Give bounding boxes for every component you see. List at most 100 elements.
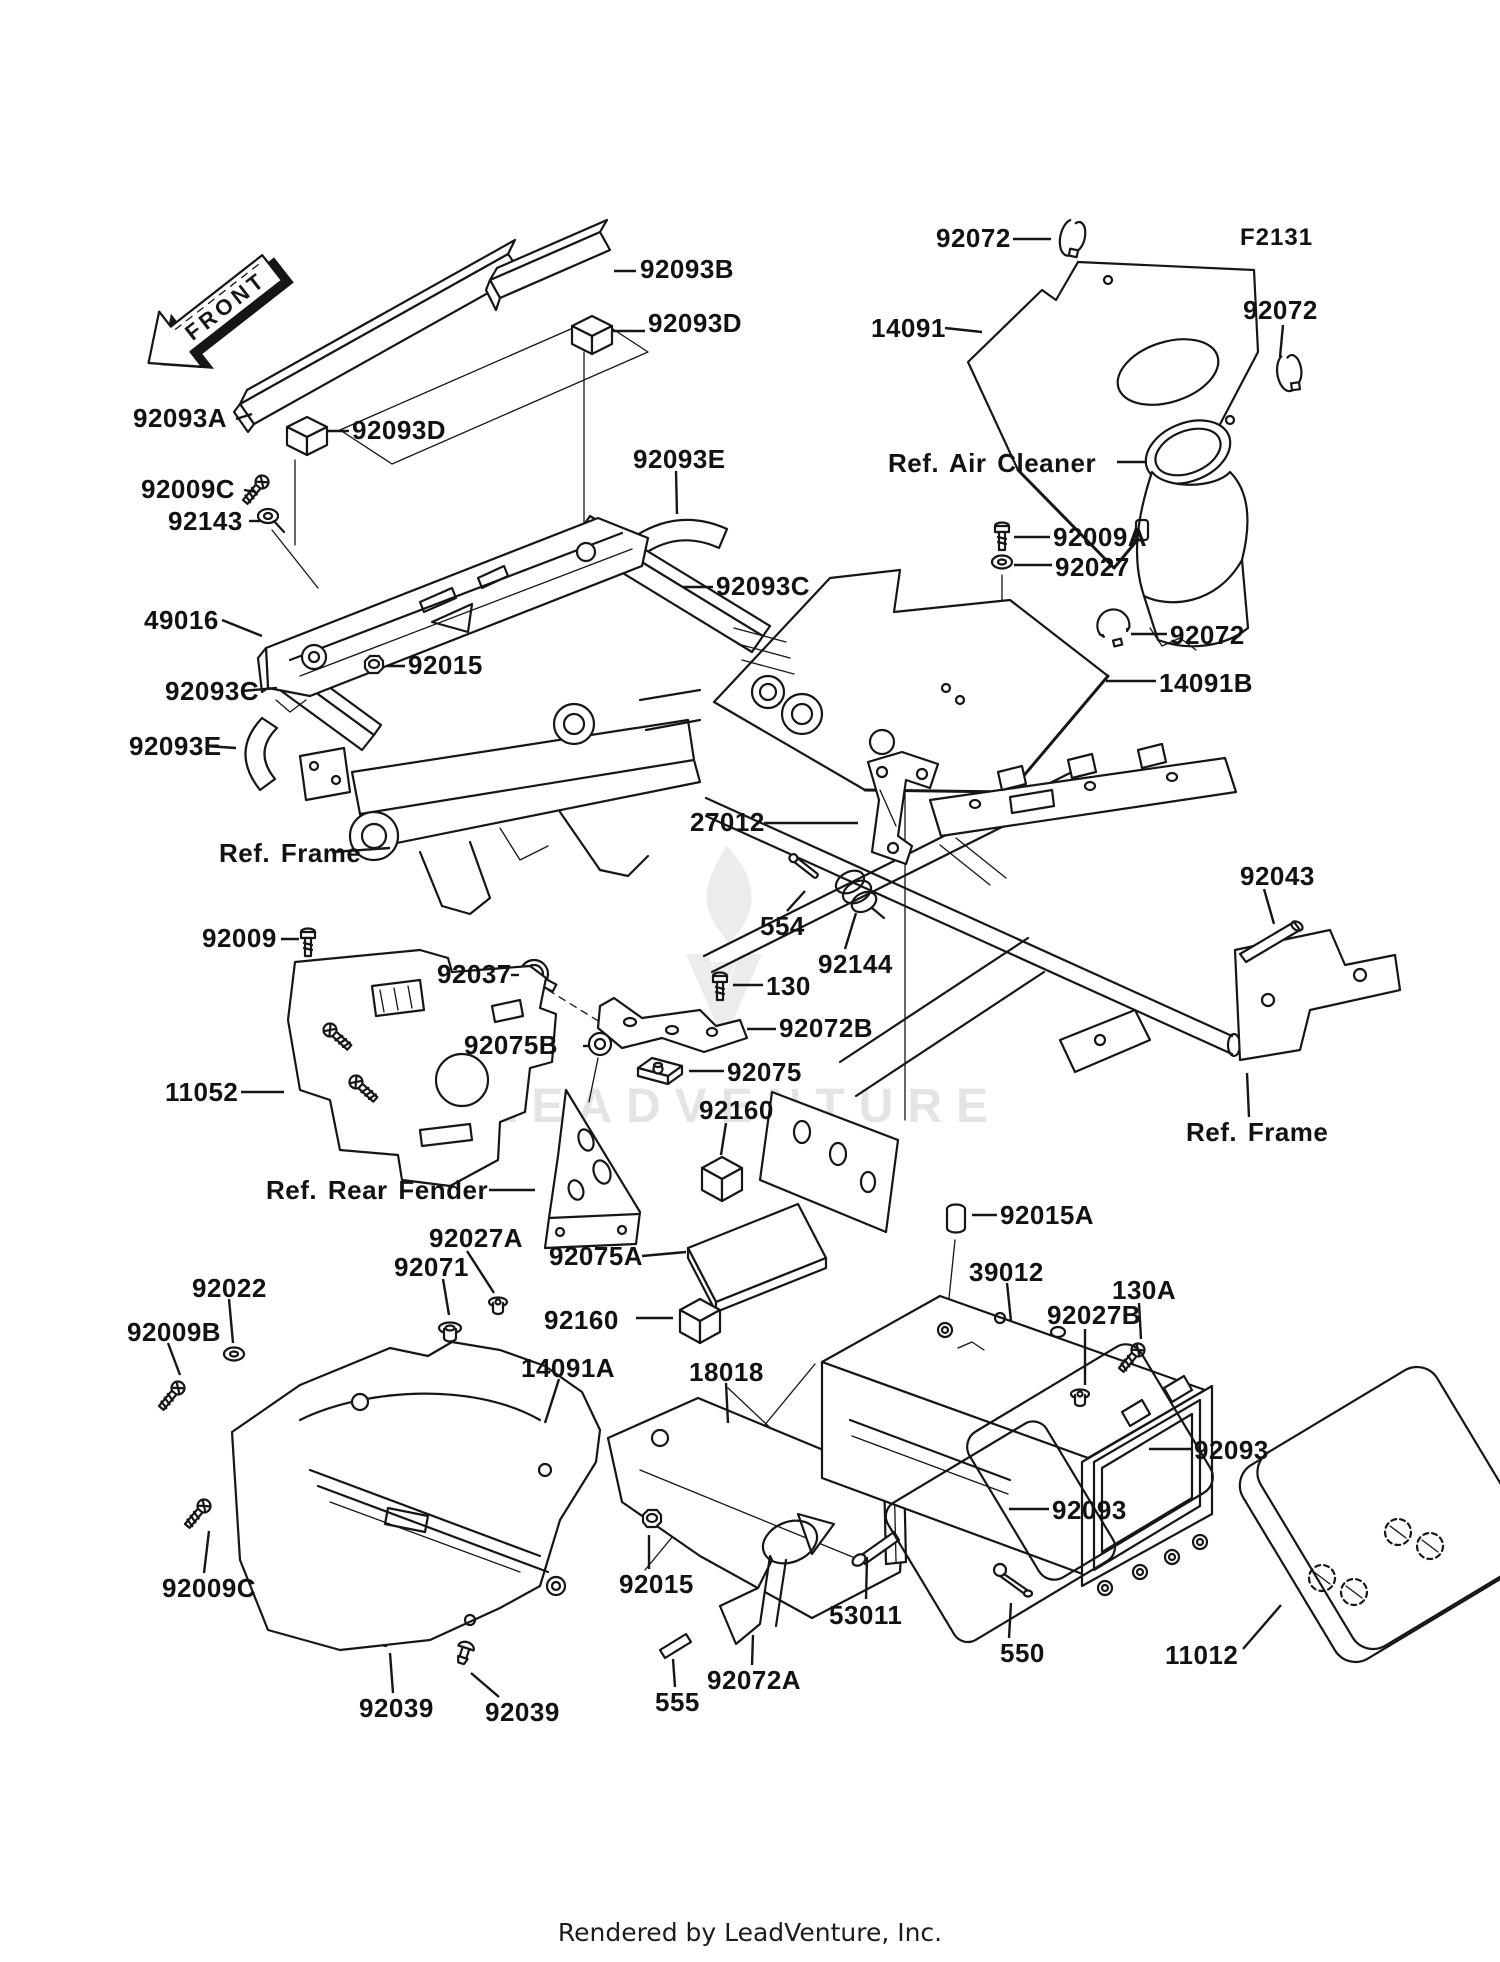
- part-label-92009c-top[interactable]: 92009C: [141, 474, 236, 504]
- leader-554: [786, 890, 806, 912]
- part-27012-bracket: [866, 750, 940, 866]
- part-label-92093a[interactable]: 92093A: [133, 403, 228, 433]
- nut-92015-bot-icon: [641, 1508, 663, 1529]
- part-label-92160-mid[interactable]: 92160: [699, 1095, 774, 1125]
- part-92072a-hook: [718, 1512, 836, 1646]
- leader-92093c-left: [241, 686, 278, 693]
- screw-92009c-bot-icon: [181, 1495, 215, 1532]
- part-39012-box: [820, 1294, 1214, 1597]
- part-11052-bracket: [286, 948, 558, 1188]
- part-label-92160-left[interactable]: 92160: [544, 1305, 619, 1335]
- leader-53011: [864, 1556, 869, 1600]
- leader-92009c-top: [243, 488, 257, 494]
- leader-92039-right: [470, 1672, 500, 1698]
- leader-92071: [441, 1278, 451, 1316]
- part-label-92039-left[interactable]: 92039: [359, 1693, 434, 1723]
- leader-92160-mid: [719, 1122, 728, 1156]
- part-label-130a[interactable]: 130A: [1112, 1275, 1177, 1305]
- part-label-ref-frame-left[interactable]: Ref. Frame: [219, 838, 362, 868]
- flame-watermark-icon: [706, 846, 752, 944]
- footer-credit: Rendered by LeadVenture, Inc.: [557, 1918, 943, 1947]
- part-label-92071[interactable]: 92071: [394, 1252, 469, 1282]
- part-label-92093c-left[interactable]: 92093C: [165, 676, 260, 706]
- part-label-92093b[interactable]: 92093B: [640, 254, 735, 284]
- leader-92093e-top: [674, 470, 679, 515]
- nut-92143-icon: [256, 507, 286, 534]
- part-label-92015-top[interactable]: 92015: [408, 650, 483, 680]
- foam-arc-92093e-left: [244, 716, 279, 792]
- part-label-92009a[interactable]: 92009A: [1053, 522, 1148, 552]
- part-label-92144[interactable]: 92144: [818, 949, 893, 979]
- part-label-92009[interactable]: 92009: [202, 923, 277, 953]
- part-label-92022[interactable]: 92022: [192, 1273, 267, 1303]
- part-label-92027a[interactable]: 92027A: [429, 1223, 524, 1253]
- part-label-11012[interactable]: 11012: [1165, 1640, 1239, 1670]
- part-label-130[interactable]: 130: [766, 971, 811, 1001]
- part-label-92093-1[interactable]: 92093: [1194, 1435, 1269, 1465]
- leader-92039-left: [388, 1652, 395, 1694]
- ref-frame-left-art: [298, 688, 702, 916]
- part-label-92015a[interactable]: 92015A: [1000, 1200, 1095, 1230]
- leader-49016: [221, 618, 263, 638]
- part-label-92009b[interactable]: 92009B: [127, 1317, 222, 1347]
- part-label-f2131[interactable]: F2131: [1240, 224, 1314, 251]
- part-92093-gaskets: [884, 1343, 1214, 1644]
- foam-arc-92093e-top: [626, 518, 729, 559]
- part-label-92072a[interactable]: 92072A: [707, 1665, 802, 1695]
- part-label-ref-air-cleaner[interactable]: Ref. Air Cleaner: [888, 448, 1097, 478]
- part-label-92093e-top[interactable]: 92093E: [633, 444, 726, 474]
- part-label-92093c-right[interactable]: 92093C: [716, 571, 811, 601]
- part-label-92093d-mid[interactable]: 92093D: [352, 415, 447, 445]
- part-label-14091a[interactable]: 14091A: [521, 1353, 616, 1383]
- leader-92072a: [750, 1634, 755, 1666]
- part-label-92093e-left[interactable]: 92093E: [129, 731, 222, 761]
- part-label-550[interactable]: 550: [1000, 1638, 1045, 1668]
- part-label-92072-low[interactable]: 92072: [1170, 620, 1245, 650]
- part-label-14091b[interactable]: 14091B: [1159, 668, 1254, 698]
- part-label-14091[interactable]: 14091: [871, 313, 946, 343]
- part-label-92075b[interactable]: 92075B: [464, 1030, 559, 1060]
- part-label-92072-top[interactable]: 92072: [936, 223, 1011, 253]
- part-label-92143[interactable]: 92143: [168, 506, 243, 536]
- hose-clamp-92072-low-icon: [1092, 605, 1135, 651]
- part-label-92093d-top[interactable]: 92093D: [648, 308, 743, 338]
- part-label-ref-rear-fender[interactable]: Ref. Rear Fender: [266, 1175, 489, 1205]
- part-11012-lid: [1238, 1365, 1500, 1664]
- leader-92075a: [641, 1250, 687, 1258]
- spring-92144-icon: [834, 869, 886, 920]
- part-label-49016[interactable]: 49016: [144, 605, 219, 635]
- part-label-92075[interactable]: 92075: [727, 1057, 802, 1087]
- ref-frame-right-art: [702, 742, 1402, 1234]
- part-label-92027[interactable]: 92027: [1055, 552, 1130, 582]
- ref-rear-fender-bracket: [543, 1088, 642, 1250]
- cotter-pin-550-icon: [992, 1562, 1034, 1598]
- leader-ref-frame-right: [1245, 1072, 1251, 1118]
- part-14091a-cover: [230, 1340, 602, 1652]
- part-label-92093-2[interactable]: 92093: [1052, 1495, 1127, 1525]
- part-label-92072b[interactable]: 92072B: [779, 1013, 874, 1043]
- part-label-92027b[interactable]: 92027B: [1047, 1300, 1142, 1330]
- part-label-92075a[interactable]: 92075A: [549, 1241, 644, 1271]
- part-label-18018[interactable]: 18018: [689, 1357, 764, 1387]
- leader-14091a: [543, 1378, 561, 1424]
- grommet-92071-icon: [437, 1321, 463, 1343]
- foam-cube-92093d-mid: [285, 415, 329, 457]
- bolt-92009a-icon: [993, 521, 1011, 552]
- part-label-27012[interactable]: 27012: [690, 807, 765, 837]
- part-label-92009c-bot[interactable]: 92009C: [162, 1573, 257, 1603]
- leader-130a: [1137, 1302, 1143, 1340]
- part-label-92037[interactable]: 92037: [437, 959, 512, 989]
- damper-92160-left-icon: [678, 1297, 722, 1345]
- part-label-39012[interactable]: 39012: [969, 1257, 1044, 1287]
- part-label-92039-right[interactable]: 92039: [485, 1697, 560, 1727]
- rod-92043-icon: [1238, 920, 1304, 964]
- part-label-92072-right[interactable]: 92072: [1243, 295, 1318, 325]
- part-label-92015-bot[interactable]: 92015: [619, 1569, 694, 1599]
- part-label-53011[interactable]: 53011: [829, 1600, 903, 1630]
- part-label-11052[interactable]: 11052: [165, 1077, 239, 1107]
- part-label-92043[interactable]: 92043: [1240, 861, 1315, 891]
- part-label-ref-frame-right[interactable]: Ref. Frame: [1186, 1117, 1329, 1147]
- part-label-554[interactable]: 554: [760, 911, 805, 941]
- part-label-555[interactable]: 555: [655, 1687, 700, 1717]
